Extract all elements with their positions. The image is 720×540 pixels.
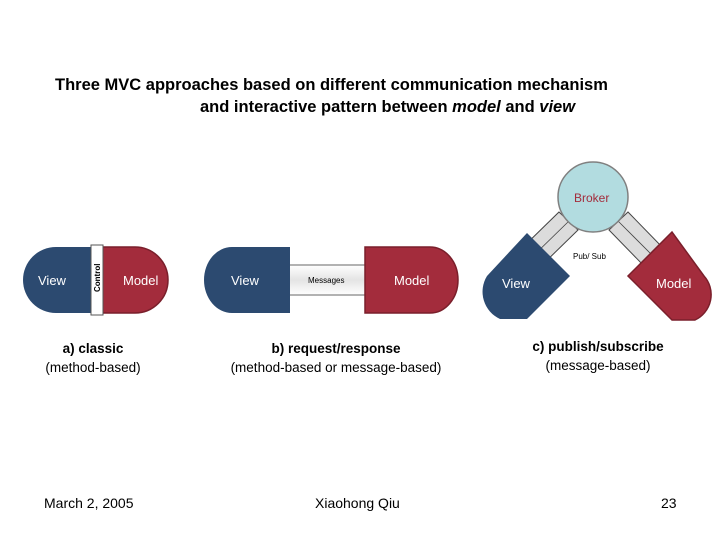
caption-b-subtitle: (method-based or message-based) [230,360,442,375]
diagram-c-publish-subscribe: Broker Pub/ Sub View Model [482,161,712,321]
caption-c-subtitle: (message-based) [545,358,651,373]
control-bar [90,244,104,316]
broker-node [557,161,629,233]
title-and-word: and [500,98,540,116]
model-shape-b [364,246,459,314]
footer-author: Xiaohong Qiu [315,495,400,511]
caption-a-title: a) classic [62,341,124,356]
model-shape-c [626,230,712,321]
title-line-2-pre: and interactive pattern between [200,98,453,116]
model-label-b: Model [394,273,430,288]
view-label-b: View [231,273,260,288]
footer-page-number: 23 [661,495,677,511]
title-line-2: and interactive pattern between model an… [200,96,575,118]
model-shape-a [100,246,169,314]
caption-a-subtitle: (method-based) [45,360,141,375]
pubsub-label: Pub/ Sub [573,252,606,261]
diagram-b-request-response: View Messages Model [204,246,459,314]
footer-date: March 2, 2005 [44,495,134,511]
caption-b: b) request/response (method-based or mes… [216,339,456,377]
model-label-a: Model [123,273,159,288]
caption-c: c) publish/subscribe (message-based) [518,337,678,375]
messages-label: Messages [308,276,344,285]
broker-label: Broker [574,191,609,205]
view-shape-b [204,247,290,313]
caption-b-title: b) request/response [271,341,401,356]
view-label-c: View [502,276,531,291]
diagram-a-classic: View Model Control [23,244,169,316]
control-label: Control [93,264,102,292]
view-shape-c [482,233,570,319]
view-shape-a [23,247,93,313]
caption-c-title: c) publish/subscribe [532,339,664,354]
view-label-a: View [38,273,67,288]
title-view-word: view [539,98,576,116]
model-label-c: Model [656,276,692,291]
caption-a: a) classic (method-based) [33,339,153,377]
title-model-word: model [452,98,501,116]
title-line-1: Three MVC approaches based on different … [55,76,608,94]
